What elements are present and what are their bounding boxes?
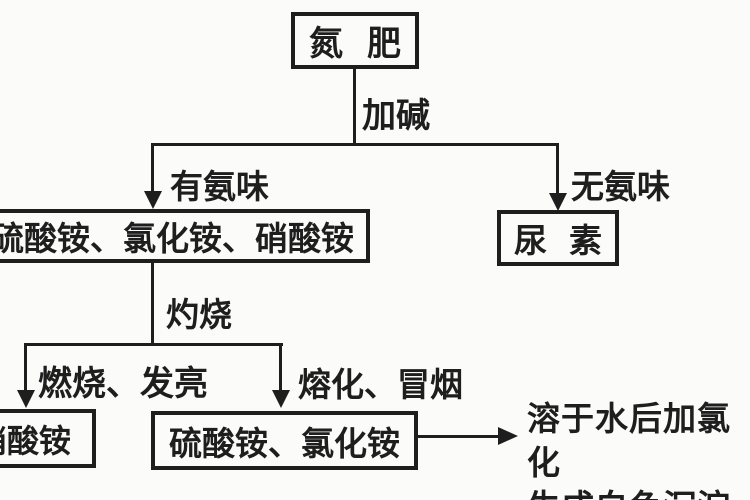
node-ammonium-sulfate-chloride-label: 硫酸铵、氯化铵	[169, 426, 400, 463]
edge-label-burn-bright: 燃烧、发亮	[38, 366, 208, 403]
edge-label-add-alkali: 加碱	[362, 98, 430, 135]
edge-label-melt-smoke: 熔化、冒烟	[298, 368, 463, 404]
node-ammonium-nitrate: 硝酸铵	[0, 409, 96, 468]
node-urea: 尿素	[497, 210, 619, 266]
connector-branch2-bar	[24, 343, 283, 346]
arrow-down-icon	[272, 390, 290, 408]
arrow-down-icon	[144, 191, 162, 209]
result-note: 溶于水后加氯化 生成白色沉淀的	[527, 398, 750, 500]
node-nitrogen-fertilizer-label: 氮肥	[309, 26, 425, 63]
connector-branch1-left	[151, 143, 154, 193]
result-note-line2: 生成白色沉淀的	[527, 486, 750, 500]
node-ammonium-nitrate-label: 硝酸铵	[0, 422, 71, 459]
connector-result	[418, 435, 500, 438]
node-urea-label: 尿素	[514, 224, 624, 260]
edge-label-ignite: 灼烧	[166, 298, 232, 334]
node-ammonium-salts-label: 硫酸铵、氯化铵、硝酸铵	[0, 222, 354, 258]
arrow-down-icon	[17, 390, 35, 408]
connector-ignite-stem	[151, 263, 154, 346]
connector-top-stem	[353, 69, 356, 145]
edge-label-no-ammonia-smell: 无氨味	[571, 170, 670, 206]
result-note-line1: 溶于水后加氯化	[527, 402, 731, 482]
connector-branch2-left	[24, 343, 27, 391]
connector-branch1-right	[556, 143, 559, 195]
arrow-down-icon	[549, 193, 567, 211]
edge-label-ammonia-smell: 有氨味	[170, 170, 269, 206]
arrow-right-icon	[498, 427, 518, 445]
connector-branch2-right	[279, 343, 282, 391]
connector-branch1-bar	[151, 143, 559, 146]
node-ammonium-sulfate-chloride: 硫酸铵、氯化铵	[151, 411, 418, 470]
node-ammonium-salts: 硫酸铵、氯化铵、硝酸铵	[0, 209, 370, 263]
node-nitrogen-fertilizer: 氮肥	[291, 12, 419, 69]
